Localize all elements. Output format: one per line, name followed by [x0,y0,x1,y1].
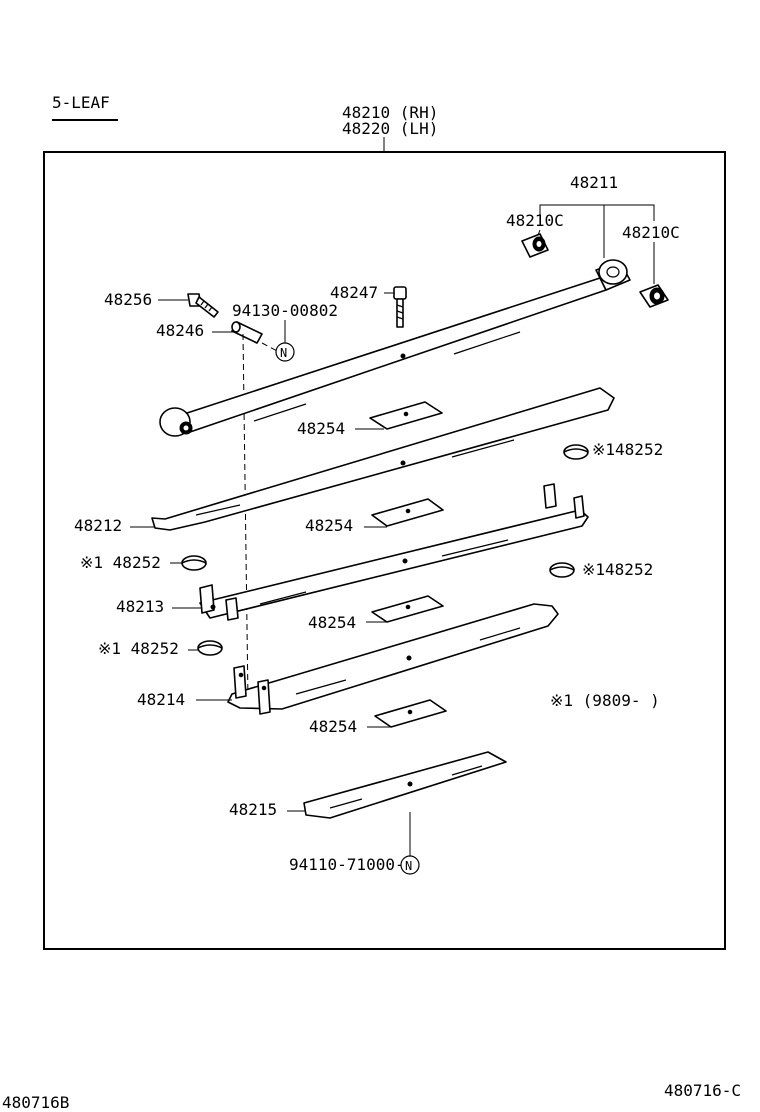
center-bolt-axis-dashed [242,333,249,701]
label-48254-1: 48254 [297,419,345,438]
label-94130: 94130-00802 [232,301,338,320]
label-48252-right-2: ※148252 [582,560,653,579]
n-badge-upper-letter: N [280,346,287,360]
n-badge-lower-letter: N [405,859,412,873]
footer-code-left: 480716B [2,1093,69,1112]
label-48252-right-1: ※148252 [592,440,663,459]
label-48256: 48256 [104,290,152,309]
insert-48254-4 [374,699,447,728]
insert-48254-3 [371,595,444,623]
leaf-48213 [199,483,589,621]
label-48212: 48212 [74,516,122,535]
leaf-48214 [227,603,559,715]
label-48210c-right: 48210C [622,223,680,242]
insert-48254-2 [371,498,444,527]
label-48214: 48214 [137,690,185,709]
label-48210c-left: 48210C [506,211,564,230]
note-date-range: ※1 (9809- ) [550,691,660,710]
label-48252-left-1: ※1 48252 [80,553,161,572]
pad-48252-left-1 [181,555,207,571]
assembly-lh-label: 48220 (LH) [342,119,438,138]
pad-48252-right-2 [549,562,575,578]
label-48246: 48246 [156,321,204,340]
leaf-48215 [303,751,507,819]
pad-48252-right-1 [563,444,589,460]
label-48213: 48213 [116,597,164,616]
label-48211: 48211 [570,173,618,192]
label-48254-2: 48254 [305,516,353,535]
leaf-48212 [151,387,615,531]
bushing-48210c-right [639,284,669,308]
label-94110: 94110-71000- [289,855,405,874]
footer-code-right: 480716-C [664,1081,741,1100]
n-badge-upper: N [275,342,295,362]
assembly-rh-label: 48210 (RH) [342,103,438,122]
main-leaf-48211 [159,259,631,437]
pad-48252-left-2 [197,640,223,656]
n-badge-lower: N [400,855,420,875]
leader-48211 [539,204,655,221]
bolt-48256 [187,293,219,318]
insert-48254-1 [369,401,443,430]
label-48247: 48247 [330,283,378,302]
variant-label: 5-LEAF [52,93,110,112]
label-48215: 48215 [229,800,277,819]
nut-axis-dashed [261,342,280,353]
label-48254-4: 48254 [309,717,357,736]
label-48252-left-2: ※1 48252 [98,639,179,658]
label-48254-3: 48254 [308,613,356,632]
center-pin-48246 [231,321,263,344]
diagram-frame [43,151,726,950]
bolt-48247 [393,286,407,328]
bushing-48210c-left [521,233,549,258]
